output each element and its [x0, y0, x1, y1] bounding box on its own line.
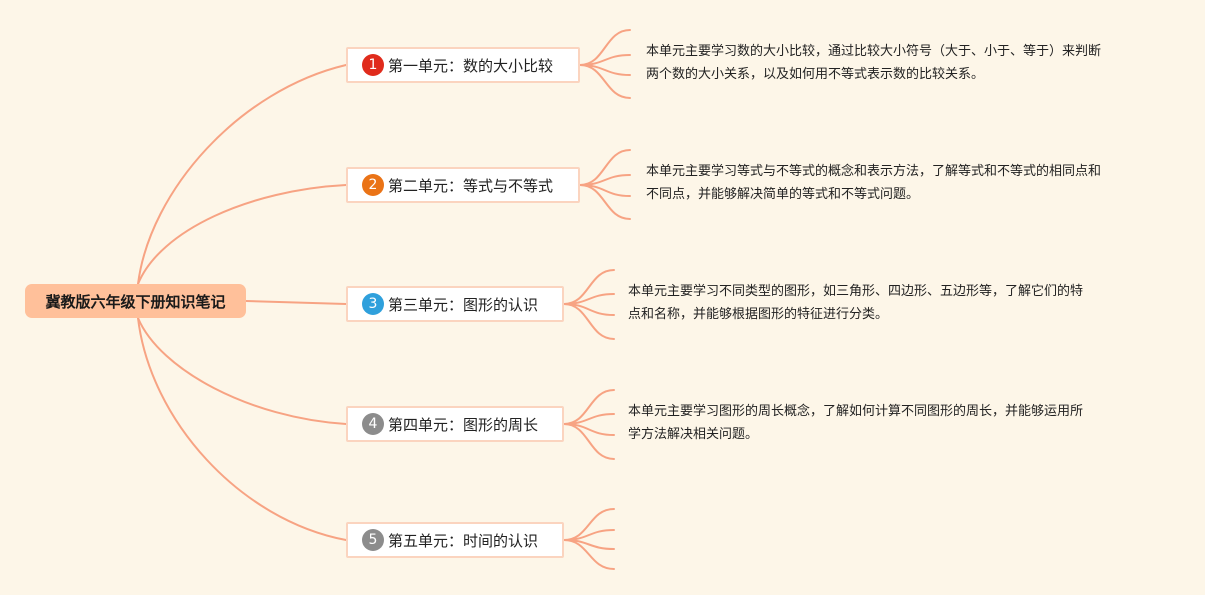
number-badge-3-icon: 3 — [362, 293, 384, 315]
number-badge-1-icon: 1 — [362, 54, 384, 76]
description-line: 本单元主要学习等式与不等式的概念和表示方法，了解等式和不等式的相同点和 — [646, 164, 1102, 179]
unit-node-5[interactable]: 5 第五单元：时间的认识 — [346, 522, 564, 558]
number-badge-2-icon: 2 — [362, 174, 384, 196]
trunk-connector-2 — [137, 184, 347, 285]
branch-connector-5-4 — [563, 539, 615, 570]
number-badge-4-icon: 4 — [362, 413, 384, 435]
trunk-connector-3 — [245, 300, 347, 305]
trunk-connector-4 — [137, 317, 347, 425]
branch-connector-1-4 — [579, 64, 631, 99]
unit-title-2: 第二单元：等式与不等式 — [388, 176, 554, 195]
unit-title-1: 第一单元：数的大小比较 — [388, 56, 554, 75]
description-line: 点和名称，并能够根据图形的特征进行分类。 — [628, 307, 889, 322]
branch-connector-4-4 — [563, 423, 615, 460]
branch-connector-2-4 — [579, 184, 631, 220]
trunk-connector-1 — [137, 64, 347, 285]
unit-description-2: 本单元主要学习等式与不等式的概念和表示方法，了解等式和不等式的相同点和 不同点，… — [646, 160, 1101, 206]
unit-description-1: 本单元主要学习数的大小比较，通过比较大小符号（大于、小于、等于）来判断 两个数的… — [646, 40, 1101, 86]
description-line: 本单元主要学习不同类型的图形，如三角形、四边形、五边形等，了解它们的特 — [628, 284, 1084, 299]
description-line: 学方法解决相关问题。 — [628, 427, 759, 442]
unit-node-1[interactable]: 1 第一单元：数的大小比较 — [346, 47, 580, 83]
unit-node-2[interactable]: 2 第二单元：等式与不等式 — [346, 167, 580, 203]
unit-node-3[interactable]: 3 第三单元：图形的认识 — [346, 286, 564, 322]
unit-description-4: 本单元主要学习图形的周长概念，了解如何计算不同图形的周长，并能够运用所 学方法解… — [628, 400, 1083, 446]
description-line: 本单元主要学习图形的周长概念，了解如何计算不同图形的周长，并能够运用所 — [628, 404, 1084, 419]
unit-title-5: 第五单元：时间的认识 — [388, 531, 539, 550]
number-badge-5-icon: 5 — [362, 529, 384, 551]
description-line: 本单元主要学习数的大小比较，通过比较大小符号（大于、小于、等于）来判断 — [646, 44, 1102, 59]
description-line: 不同点，并能够解决简单的等式和不等式问题。 — [646, 187, 920, 202]
unit-title-4: 第四单元：图形的周长 — [388, 415, 539, 434]
description-line: 两个数的大小关系，以及如何用不等式表示数的比较关系。 — [646, 67, 985, 82]
trunk-connector-5 — [137, 317, 347, 541]
unit-title-3: 第三单元：图形的认识 — [388, 295, 539, 314]
unit-description-3: 本单元主要学习不同类型的图形，如三角形、四边形、五边形等，了解它们的特 点和名称… — [628, 280, 1083, 326]
unit-node-4[interactable]: 4 第四单元：图形的周长 — [346, 406, 564, 442]
root-node[interactable]: 冀教版六年级下册知识笔记 — [25, 284, 246, 318]
root-title: 冀教版六年级下册知识笔记 — [45, 292, 226, 311]
branch-connector-3-4 — [563, 303, 615, 340]
